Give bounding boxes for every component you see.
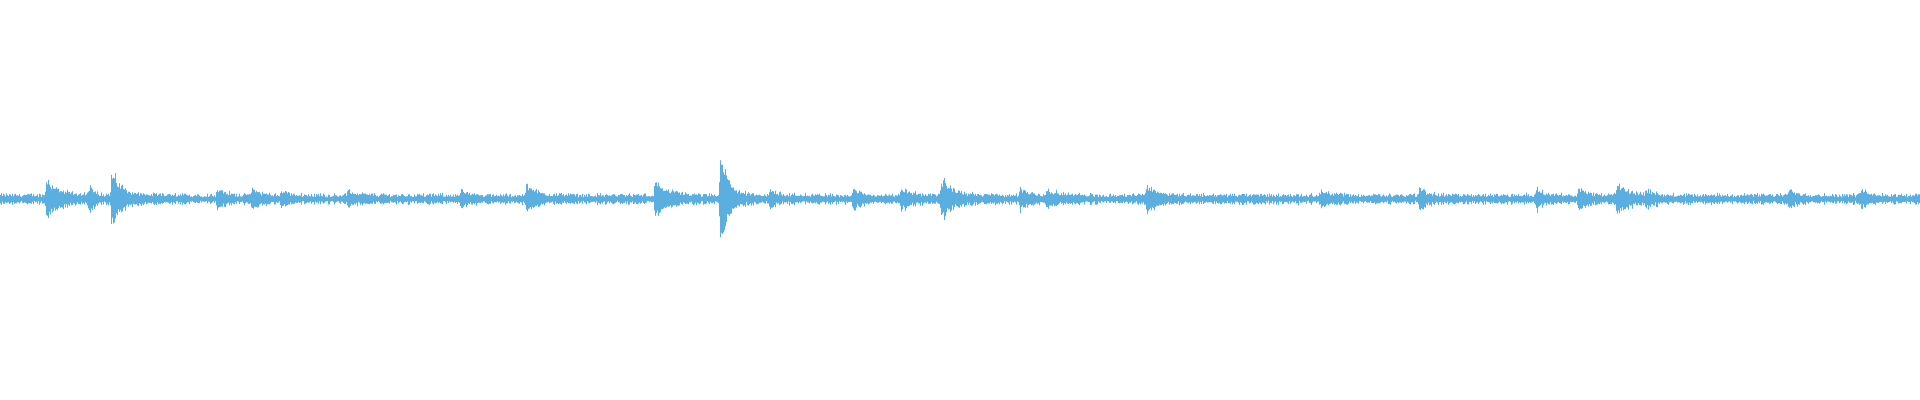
- waveform-trace: [0, 160, 1920, 238]
